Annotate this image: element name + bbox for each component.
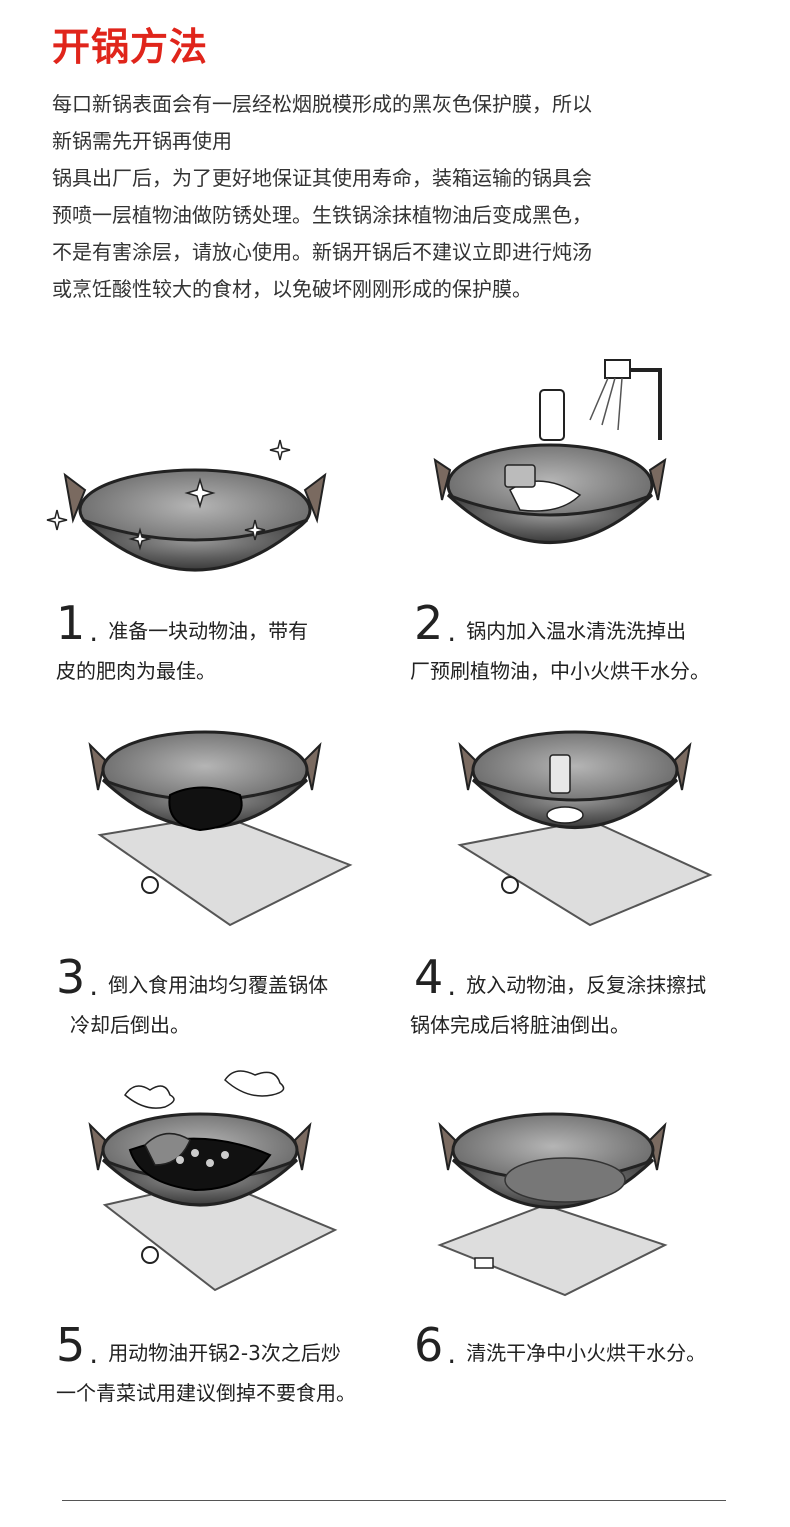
wok-illustration-2: [433, 359, 667, 544]
step-text: 清洗干净中小火烘干水分。: [466, 1341, 707, 1365]
intro-line: 或烹饪酸性较大的食材，以免破坏刚刚形成的保护膜。: [52, 277, 532, 301]
step-number: 4: [414, 950, 444, 1004]
wok-handle-icon: [303, 742, 322, 791]
sparkle-icon: [128, 527, 152, 551]
step-text: 一个青菜试用建议倒掉不要食用。: [56, 1381, 356, 1405]
sparkle-icon: [46, 509, 68, 531]
step-number: 5: [56, 1318, 86, 1372]
step-2: 2.锅内加入温水清洗洗掉出 厂预刷植物油，中小火烘干水分。: [410, 596, 790, 686]
stove-icon: [97, 813, 353, 927]
sponge-icon: [504, 464, 536, 488]
wok-illustration-1: [46, 439, 327, 572]
step-text: 准备一块动物油，带有: [108, 619, 309, 643]
wok-handle-icon: [458, 742, 477, 791]
wok-illustration-4: [457, 730, 713, 927]
step-number: 1: [56, 596, 86, 650]
step-number: 6: [414, 1318, 444, 1372]
step-5: 5.用动物油开锅2-3次之后炒 一个青菜试用建议倒掉不要食用。: [56, 1318, 436, 1408]
sparkle-icon: [269, 439, 291, 461]
intro-line: 不是有害涂层，请放心使用。新锅开锅后不建议立即进行炖汤: [52, 240, 592, 264]
wok-handle-icon: [303, 472, 327, 524]
stove-icon: [457, 818, 713, 927]
stove-knob-icon: [141, 1246, 159, 1264]
sparkle-icon: [184, 477, 216, 509]
stove-knob-icon: [141, 876, 159, 894]
wok-handle-icon: [438, 1122, 457, 1171]
faucet-icon: [620, 368, 662, 440]
step-text: 锅体完成后将脏油倒出。: [410, 1013, 630, 1037]
sparkle-icon: [244, 519, 266, 541]
wok-illustration-5: [88, 1070, 338, 1292]
greens-icon: [144, 1132, 191, 1166]
step-text: 倒入食用油均匀覆盖锅体: [108, 973, 329, 997]
divider: [62, 1500, 726, 1501]
step-number: 3: [56, 950, 86, 1004]
oil-puddle: [168, 786, 243, 832]
step-text: 用动物油开锅2-3次之后炒: [108, 1341, 341, 1365]
water-stream-icon: [589, 377, 623, 431]
intro-line: 预喷一层植物油做防锈处理。生铁锅涂抹植物油后变成黑色，: [52, 203, 592, 227]
step-text: 厂预刷植物油，中小火烘干水分。: [410, 659, 710, 683]
lard-icon: [549, 754, 571, 794]
stove-knob-icon: [501, 876, 519, 894]
step-number: 2: [414, 596, 444, 650]
step-text: 冷却后倒出。: [70, 1013, 190, 1037]
intro-text: 每口新锅表面会有一层经松烟脱模形成的黑灰色保护膜，所以 新锅需先开锅再使用 锅具…: [52, 86, 752, 308]
wok-handle-icon: [648, 457, 667, 501]
step-6: 6.清洗干净中小火烘干水分。: [414, 1318, 707, 1372]
wok-body: [471, 778, 679, 829]
steam-icon: [124, 1085, 175, 1109]
wok-handle-icon: [88, 742, 107, 791]
stove-icon: [437, 1203, 668, 1297]
wok-handle-icon: [673, 742, 692, 791]
wok-handle-icon: [433, 457, 452, 501]
wok-illustration-6: [437, 1112, 668, 1297]
step-text: 皮的肥肉为最佳。: [56, 659, 216, 683]
page-title: 开锅方法: [52, 25, 209, 69]
intro-line: 锅具出厂后，为了更好地保证其使用寿命，装箱运输的锅具会: [52, 166, 592, 190]
steam-icon: [224, 1070, 285, 1097]
step-1: 1.准备一块动物油，带有 皮的肥肉为最佳。: [56, 596, 416, 686]
stove-knob-icon: [474, 1257, 494, 1269]
step-4: 4.放入动物油，反复涂抹擦拭 锅体完成后将脏油倒出。: [410, 950, 774, 1040]
wok-body: [82, 518, 308, 572]
wok-illustration-3: [88, 730, 353, 927]
detergent-bottle-icon: [539, 389, 565, 441]
step-text: 放入动物油，反复涂抹擦拭: [466, 973, 707, 997]
step-text: 锅内加入温水清洗洗掉出: [466, 619, 687, 643]
wok-handle-icon: [63, 472, 87, 524]
intro-line: 新锅需先开锅再使用: [52, 129, 232, 153]
intro-line: 每口新锅表面会有一层经松烟脱模形成的黑灰色保护膜，所以: [52, 92, 592, 116]
step-3: 3.倒入食用油均匀覆盖锅体 冷却后倒出。: [56, 950, 416, 1040]
wok-handle-icon: [88, 1122, 107, 1171]
wok-handle-icon: [293, 1122, 312, 1171]
wok-body: [446, 493, 654, 544]
